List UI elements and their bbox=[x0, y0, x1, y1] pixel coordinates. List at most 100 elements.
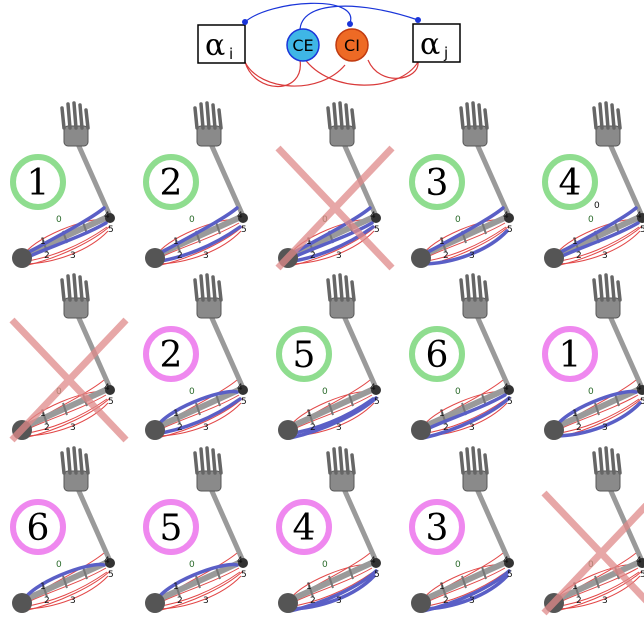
muscle-label-3: 3 bbox=[70, 423, 76, 433]
extra-label: 0 bbox=[594, 201, 600, 211]
muscle-label-2: 2 bbox=[443, 251, 449, 261]
muscle-label-2: 2 bbox=[443, 423, 449, 433]
muscle-label-5: 5 bbox=[374, 225, 380, 235]
muscle-label-5: 5 bbox=[108, 397, 114, 407]
hand bbox=[195, 103, 221, 146]
forearm-bone bbox=[211, 489, 243, 561]
muscle-label-4: 4 bbox=[237, 383, 243, 393]
active-muscle bbox=[421, 208, 503, 256]
panel-number: 6 bbox=[27, 508, 50, 549]
arm-panel: 0 1 2 3 4 5 2 bbox=[145, 275, 248, 440]
muscle-label-1: 1 bbox=[40, 582, 46, 592]
arm-panel: 012345 bbox=[278, 103, 392, 268]
panel-number: 5 bbox=[160, 508, 183, 549]
muscle-label-0: 0 bbox=[189, 387, 195, 397]
muscle-label-3: 3 bbox=[336, 423, 342, 433]
muscle-label-0: 0 bbox=[455, 560, 461, 570]
muscle-label-2: 2 bbox=[576, 596, 582, 606]
muscle-label-5: 5 bbox=[374, 570, 380, 580]
muscle-label-0: 0 bbox=[189, 560, 195, 570]
muscle-label-3: 3 bbox=[203, 423, 209, 433]
shoulder-joint bbox=[411, 420, 431, 440]
panel-number: 1 bbox=[27, 163, 50, 204]
hand bbox=[328, 275, 354, 318]
hand bbox=[62, 275, 88, 318]
shoulder-joint bbox=[278, 420, 298, 440]
panel-number: 3 bbox=[426, 508, 449, 549]
muscle-label-3: 3 bbox=[602, 423, 608, 433]
muscle-label-4: 4 bbox=[237, 556, 243, 566]
forearm-bone bbox=[344, 316, 376, 388]
muscle-label-2: 2 bbox=[44, 596, 50, 606]
muscle-label-5: 5 bbox=[507, 225, 513, 235]
muscle-label-4: 4 bbox=[503, 211, 509, 221]
muscle-label-3: 3 bbox=[469, 423, 475, 433]
muscle-label-1: 1 bbox=[439, 237, 445, 247]
muscle-label-4: 4 bbox=[370, 383, 376, 393]
forearm-bone bbox=[344, 489, 376, 561]
muscle-label-3: 3 bbox=[336, 251, 342, 261]
muscle-label-2: 2 bbox=[177, 251, 183, 261]
shoulder-joint bbox=[544, 420, 564, 440]
muscle-label-2: 2 bbox=[44, 423, 50, 433]
muscle-label-3: 3 bbox=[70, 596, 76, 606]
muscle-label-5: 5 bbox=[108, 225, 114, 235]
muscle-label-4: 4 bbox=[370, 556, 376, 566]
muscle-label-1: 1 bbox=[439, 582, 445, 592]
muscle-label-5: 5 bbox=[241, 397, 247, 407]
shoulder-joint bbox=[544, 248, 564, 268]
muscle-label-0: 0 bbox=[455, 387, 461, 397]
muscle-label-5: 5 bbox=[640, 225, 644, 235]
muscle-label-1: 1 bbox=[572, 409, 578, 419]
panel-number: 5 bbox=[293, 335, 316, 376]
arm-panel: 0123451 bbox=[544, 275, 644, 440]
muscle-label-1: 1 bbox=[173, 409, 179, 419]
muscle-label-1: 1 bbox=[572, 237, 578, 247]
muscle-label-1: 1 bbox=[306, 409, 312, 419]
hand bbox=[328, 448, 354, 491]
arm-panel: 01234504 bbox=[544, 103, 644, 268]
arm-panel: 0 1 2 3 4 5 6 bbox=[12, 448, 115, 613]
shoulder-joint bbox=[12, 248, 32, 268]
shoulder-joint bbox=[145, 248, 165, 268]
muscle-label-2: 2 bbox=[443, 596, 449, 606]
panel-number: 2 bbox=[160, 163, 183, 204]
muscle-label-0: 0 bbox=[588, 215, 594, 225]
muscle-label-4: 4 bbox=[104, 556, 110, 566]
muscle-label-2: 2 bbox=[44, 251, 50, 261]
muscle-label-5: 5 bbox=[241, 570, 247, 580]
muscle-label-0: 0 bbox=[455, 215, 461, 225]
hand bbox=[594, 275, 620, 318]
muscle-label-3: 3 bbox=[602, 596, 608, 606]
muscle-label-1: 1 bbox=[40, 237, 46, 247]
forearm-bone bbox=[477, 144, 509, 216]
panel-number: 2 bbox=[160, 335, 183, 376]
muscle-label-0: 0 bbox=[56, 560, 62, 570]
panel-number: 6 bbox=[426, 335, 449, 376]
muscle-label-2: 2 bbox=[177, 423, 183, 433]
muscle-label-2: 2 bbox=[310, 596, 316, 606]
muscle-label-3: 3 bbox=[602, 251, 608, 261]
muscle-label-1: 1 bbox=[439, 409, 445, 419]
muscle-label-4: 4 bbox=[370, 211, 376, 221]
hand bbox=[461, 103, 487, 146]
shoulder-joint bbox=[411, 248, 431, 268]
muscle-label-5: 5 bbox=[241, 225, 247, 235]
muscle-label-3: 3 bbox=[469, 596, 475, 606]
active-muscle bbox=[155, 208, 237, 256]
forearm-bone bbox=[211, 144, 243, 216]
hand bbox=[62, 103, 88, 146]
muscle-label-5: 5 bbox=[374, 397, 380, 407]
muscle-label-4: 4 bbox=[636, 211, 642, 221]
forearm-bone bbox=[211, 316, 243, 388]
muscle-label-5: 5 bbox=[108, 570, 114, 580]
panel-number: 3 bbox=[426, 163, 449, 204]
shoulder-joint bbox=[278, 593, 298, 613]
